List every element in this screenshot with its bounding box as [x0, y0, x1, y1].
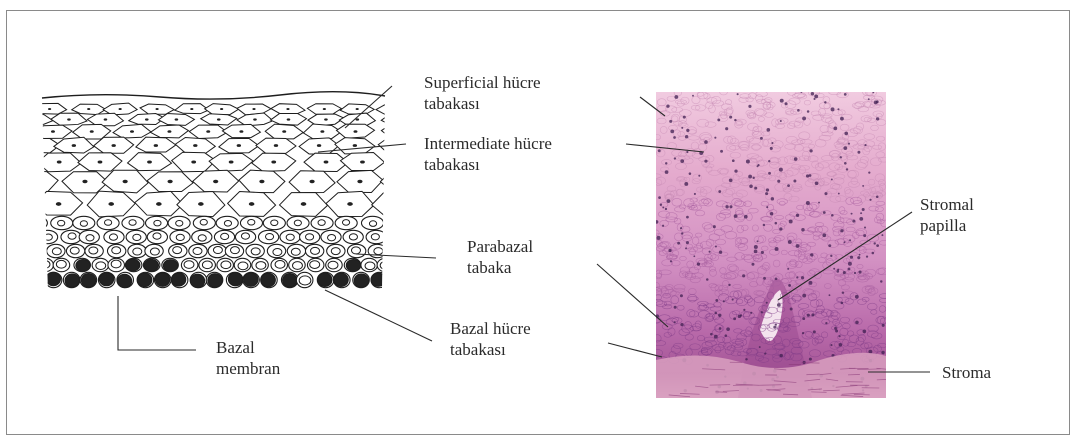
label-stroma: Stroma [942, 362, 991, 383]
drawing-outline [42, 92, 385, 99]
label-bazal-membran: Bazal membran [216, 337, 280, 379]
leader-bazal-hucre [325, 290, 432, 341]
leader-bazal-membran [118, 296, 196, 350]
label-intermediate: Intermediate hücre tabakası [424, 133, 552, 175]
epithelium-drawing [12, 103, 433, 288]
leader-parabazal [356, 254, 436, 258]
label-parabazal: Parabazal tabaka [467, 236, 533, 278]
leader-bazal-hucre-photo [608, 343, 662, 357]
label-superficial: Superficial hücre tabakası [424, 72, 541, 114]
micrograph-image [651, 88, 895, 398]
label-stromal-papilla: Stromal papilla [920, 194, 974, 236]
label-bazal-hucre: Bazal hücre tabakası [450, 318, 531, 360]
